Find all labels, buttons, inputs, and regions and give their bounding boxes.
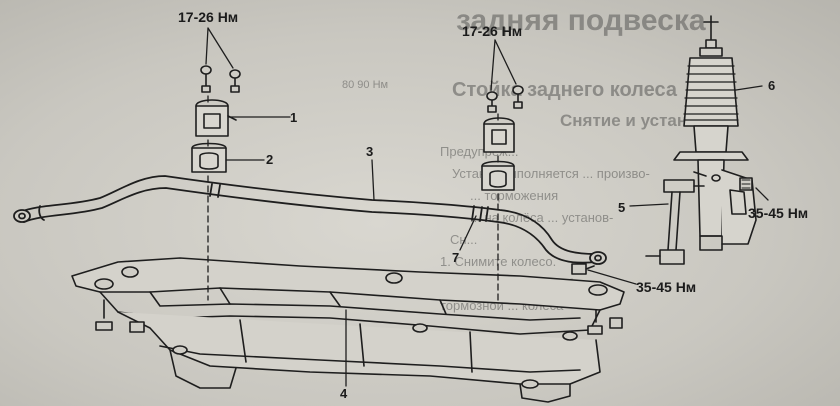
subframe-mount-bolts — [95, 299, 623, 335]
shock-absorber-strut — [673, 15, 757, 251]
bleed-subheading: Стойка заднего колеса — [452, 79, 678, 101]
right-bolts — [486, 85, 524, 113]
torque-label-strut-nut: 35-45 Нм — [748, 205, 808, 221]
part-label-2: 2 — [266, 152, 273, 167]
bleed-line-4: ... на колёса ... установ- — [470, 210, 613, 225]
bleed-left-note: 80 90 Нм — [342, 79, 388, 91]
left-bushing — [191, 142, 227, 173]
left-bolts — [200, 65, 241, 93]
torque-label-lower-nut: 35-45 Нм — [636, 279, 696, 295]
strut-link-nut — [739, 177, 753, 191]
part-label-3: 3 — [366, 144, 373, 159]
stabilizer-bar — [13, 175, 607, 265]
bleed-line-3: ... торможения — [470, 188, 558, 203]
left-bracket — [195, 99, 237, 137]
part-label-5: 5 — [618, 200, 625, 215]
bleed-line-6: 1. Снимите колесо. — [440, 254, 556, 269]
part-label-6: 6 — [768, 78, 775, 93]
lower-link-nut — [571, 263, 595, 275]
torque-label-left-bolts: 17-26 Нм — [178, 9, 238, 25]
bleed-heading: задняя подвеска — [456, 4, 706, 37]
rear-subframe — [71, 257, 625, 403]
bleed-line-5: Сн... — [450, 232, 477, 247]
right-bracket — [483, 117, 515, 153]
stabilizer-link — [645, 179, 705, 265]
leader-lines — [205, 27, 769, 387]
part-label-4: 4 — [340, 386, 348, 401]
right-bushing — [481, 160, 515, 191]
torque-label-right-bolts: 17-26 Нм — [462, 23, 522, 39]
part-label-1: 1 — [290, 110, 297, 125]
part-label-7: 7 — [452, 250, 459, 265]
